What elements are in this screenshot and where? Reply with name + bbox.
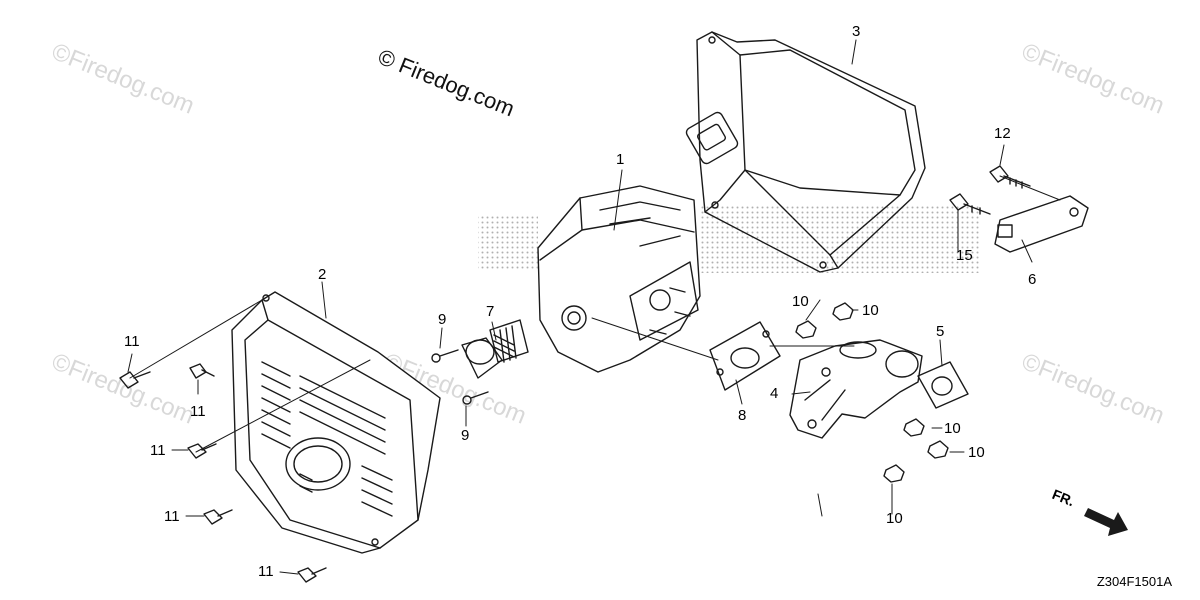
callout-10-b: 10 — [862, 302, 879, 319]
nut-10-b — [795, 320, 817, 339]
callout-8: 8 — [738, 407, 747, 424]
callout-11-b: 11 — [190, 403, 206, 420]
screw-9-upper — [431, 349, 459, 363]
stay — [994, 195, 1089, 253]
exhaust-gasket — [917, 361, 969, 409]
flange-bolt-11-e — [297, 567, 327, 583]
callout-3: 3 — [852, 23, 861, 40]
callout-6: 6 — [1028, 271, 1037, 288]
muffler-protector — [231, 291, 441, 554]
callout-10-c: 10 — [944, 420, 961, 437]
callout-10-e: 10 — [886, 510, 903, 527]
leader-lines — [127, 39, 1061, 575]
diagram-code: Z304F1501A — [1096, 574, 1172, 589]
muffler-cover — [685, 31, 926, 273]
flange-bolt-11-b — [189, 363, 215, 379]
background-logo — [478, 205, 980, 273]
bolt-12 — [989, 165, 1031, 189]
exhaust-pipe — [789, 339, 923, 439]
flange-bolt-11-d — [203, 509, 233, 525]
callout-9-upper: 9 — [438, 311, 447, 328]
callout-15: 15 — [956, 247, 973, 264]
callout-10-a: 10 — [792, 293, 809, 310]
callout-1: 1 — [616, 151, 625, 168]
callout-4: 4 — [770, 385, 779, 402]
protector-vent-slots — [261, 361, 393, 517]
callout-9-lower: 9 — [461, 427, 470, 444]
callout-11-e: 11 — [258, 563, 274, 580]
callout-11-d: 11 — [164, 508, 180, 525]
callout-12: 12 — [994, 125, 1011, 142]
flange-bolt-11-a — [119, 371, 151, 389]
callout-10-d: 10 — [968, 444, 985, 461]
callout-5: 5 — [936, 323, 945, 340]
front-direction-arrow — [1084, 508, 1128, 536]
muffler-gasket — [709, 321, 781, 391]
flange-bolt-11-c — [187, 443, 217, 459]
nut-10-c — [903, 418, 925, 437]
spark-arrester — [461, 319, 529, 379]
muffler — [537, 185, 701, 373]
bolt-15 — [949, 193, 991, 215]
callout-2: 2 — [318, 266, 327, 283]
nut-10-e — [883, 464, 905, 483]
nut-10-d — [927, 440, 949, 459]
callout-7: 7 — [486, 303, 495, 320]
nut-10-a — [832, 302, 854, 321]
callout-11-c: 11 — [150, 442, 166, 459]
screw-9-lower — [462, 391, 489, 405]
callout-11-a: 11 — [124, 333, 140, 350]
